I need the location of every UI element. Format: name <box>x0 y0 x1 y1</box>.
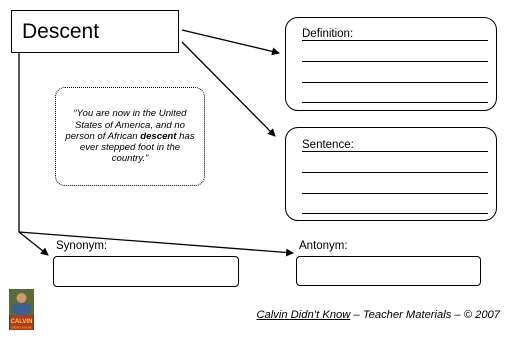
quote-text-end: has ever stepped foot in the country.” <box>79 130 195 165</box>
definition-line <box>302 61 488 62</box>
quote-keyword: descent <box>140 130 177 142</box>
quote-text-start: “You are now in the United States of Ame… <box>65 108 187 142</box>
definition-box: Definition: <box>285 17 497 111</box>
sentence-line <box>302 151 488 152</box>
antonym-label: Antonym: <box>299 240 348 252</box>
quote-text: “You are now in the United States of Ame… <box>62 108 198 164</box>
vocab-word-title: Descent <box>11 10 179 53</box>
quote-box: “You are now in the United States of Ame… <box>55 87 205 186</box>
definition-line <box>302 102 488 103</box>
cover-title: CALVIN <box>11 319 33 325</box>
footer-rest: – Teacher Materials – © 2007 <box>350 309 500 321</box>
sentence-label: Sentence: <box>302 139 354 151</box>
footer-credit: Calvin Didn’t Know – Teacher Materials –… <box>224 309 500 321</box>
sentence-box: Sentence: <box>285 127 497 221</box>
definition-label: Definition: <box>302 28 354 40</box>
definition-line <box>302 40 488 41</box>
cover-subtitle: DIDN'T KNOW <box>12 326 32 330</box>
vocab-word-text: Descent <box>22 19 100 43</box>
arrow-to-sentence <box>181 41 276 137</box>
arrow-to-synonym <box>18 231 49 256</box>
antonym-field[interactable] <box>296 256 481 286</box>
sentence-line <box>302 172 488 173</box>
arrow-to-definition <box>181 29 280 56</box>
sentence-line <box>302 213 488 214</box>
synonym-field[interactable] <box>53 256 239 287</box>
arrow-to-antonym <box>18 231 294 257</box>
synonym-label: Synonym: <box>56 240 108 252</box>
footer-book-title: Calvin Didn’t Know <box>256 309 351 321</box>
definition-line <box>302 82 488 83</box>
sentence-line <box>302 193 488 194</box>
book-cover-image: CALVIN DIDN'T KNOW <box>9 289 34 330</box>
